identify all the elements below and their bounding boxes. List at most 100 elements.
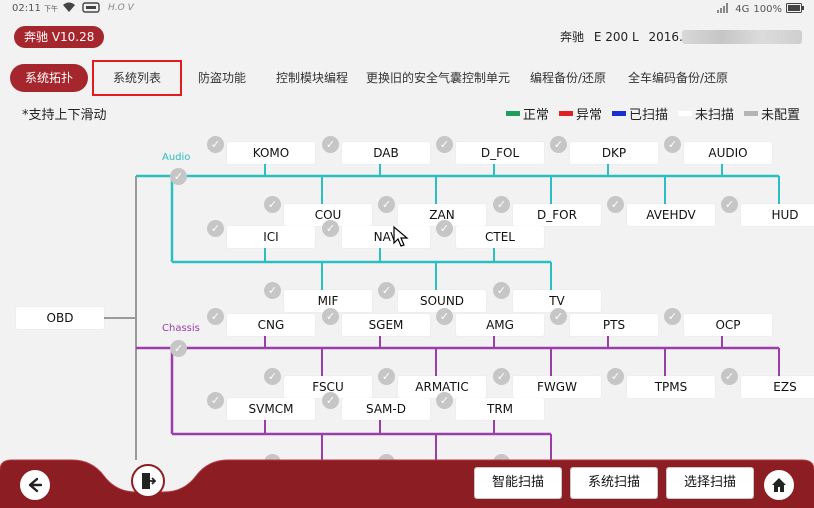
tab-coding-backup[interactable]: 全车编码备份/还原 [627,71,729,85]
ecu-node-tv[interactable]: TV [513,290,601,312]
check-icon: ✓ [664,136,681,153]
legend-swatch [611,111,626,116]
legend-swatch [558,111,573,116]
bottom-bar: 智能扫描 系统扫描 选择扫描 [0,456,814,508]
scroll-hint: *支持上下滑动 [22,108,107,123]
ecu-node-dab[interactable]: DAB [342,142,430,164]
check-icon: ✓ [378,368,395,385]
carrier-text: H.O V [108,3,134,13]
check-icon: ✓ [550,136,567,153]
wifi-icon [62,2,76,16]
check-icon: ✓ [170,340,187,357]
ecu-node-cng[interactable]: CNG [227,314,315,336]
check-icon: ✓ [550,308,567,325]
mouse-cursor-icon [393,226,409,247]
system-scan-button[interactable]: 系统扫描 [570,467,658,499]
check-icon: ✓ [607,196,624,213]
check-icon: ✓ [322,392,339,409]
ecu-node-d-for[interactable]: D_FOR [513,204,601,226]
check-icon: ✓ [264,196,281,213]
ecu-node-audio[interactable]: AUDIO [684,142,772,164]
ecu-node-cou[interactable]: COU [284,204,372,226]
check-icon: ✓ [264,368,281,385]
ecu-node-pts[interactable]: PTS [570,314,658,336]
check-icon: ✓ [322,220,339,237]
ecu-node-ici[interactable]: ICI [227,226,315,248]
legend-scanned: 已扫描 [611,104,668,123]
check-icon: ✓ [207,308,224,325]
exit-door-icon [142,473,157,489]
ecu-node-nav[interactable]: NAV [342,226,430,248]
bus-label-chassis: Chassis [162,323,200,334]
check-icon: ✓ [264,282,281,299]
back-button[interactable] [18,468,52,502]
legend-label: 正常 [522,108,549,123]
version-badge: 奔驰 V10.28 [14,26,105,48]
status-legend: 正常 异常 已扫描 未扫描 未配置 [505,104,800,123]
exit-button[interactable] [131,464,165,498]
ecu-node-hud[interactable]: HUD [741,204,814,226]
tab-anti-theft[interactable]: 防盗功能 [197,71,246,85]
home-button[interactable] [762,468,796,502]
smart-scan-button[interactable]: 智能扫描 [474,467,562,499]
vehicle-model: E 200 L [593,30,639,44]
ecu-node-fscu[interactable]: FSCU [284,376,372,398]
legend-swatch [677,111,692,116]
ecu-node-sam-d[interactable]: SAM-D [342,398,430,420]
ecu-node-trm[interactable]: TRM [456,398,544,420]
legend-label: 未配置 [760,108,800,123]
check-icon: ✓ [322,136,339,153]
ecu-node-ocp[interactable]: OCP [684,314,772,336]
check-icon: ✓ [436,308,453,325]
legend-unconfigured: 未配置 [743,104,800,123]
check-icon: ✓ [322,308,339,325]
check-icon: ✓ [436,392,453,409]
check-icon: ✓ [207,392,224,409]
tab-system-topology[interactable]: 系统拓扑 [10,64,88,92]
ecu-node-avehdv[interactable]: AVEHDV [627,204,715,226]
ecu-node-obd[interactable]: OBD [16,307,104,329]
ecu-node-sound[interactable]: SOUND [398,290,486,312]
function-tabs: 系统拓扑 系统列表 防盗功能 控制模块编程 更换旧的安全气囊控制单元 编程备份/… [0,60,814,96]
legend-label: 异常 [575,108,602,123]
check-icon: ✓ [207,220,224,237]
ecu-node-komo[interactable]: KOMO [227,142,315,164]
ecu-node-dkp[interactable]: DKP [570,142,658,164]
ecu-node-d-fol[interactable]: D_FOL [456,142,544,164]
signal-icon [717,3,731,16]
legend-label: 未扫描 [694,108,734,123]
tab-module-programming[interactable]: 控制模块编程 [275,71,348,85]
header: 奔驰 V10.28 奔驰 E 200 L 2016. [0,18,814,56]
ecu-node-ctel[interactable]: CTEL [456,226,544,248]
ecu-node-fwgw[interactable]: FWGW [513,376,601,398]
ecu-node-armatic[interactable]: ARMATIC [398,376,486,398]
ecu-node-ezs[interactable]: EZS [741,376,814,398]
tab-system-list[interactable]: 系统列表 [92,60,182,96]
ecu-node-tpms[interactable]: TPMS [627,376,715,398]
check-icon: ✓ [721,368,738,385]
ecu-node-zan[interactable]: ZAN [398,204,486,226]
legend-swatch [743,111,758,116]
select-scan-button[interactable]: 选择扫描 [666,467,754,499]
ecu-node-svmcm[interactable]: SVMCM [227,398,315,420]
check-icon: ✓ [493,196,510,213]
check-icon: ✓ [607,368,624,385]
battery-label: 100% [753,4,782,15]
topology-lines [104,164,780,460]
status-right: 4G 100% [717,3,804,16]
check-icon: ✓ [170,168,187,185]
ecu-node-amg[interactable]: AMG [456,314,544,336]
tab-replace-airbag-unit[interactable]: 更换旧的安全气囊控制单元 [365,71,510,85]
check-icon: ✓ [436,136,453,153]
network-label: 4G [735,4,750,15]
back-arrow-icon [28,477,43,493]
check-icon: ✓ [721,196,738,213]
vci-icon [82,2,100,16]
legend-abnormal: 异常 [558,104,602,123]
ecu-node-mif[interactable]: MIF [284,290,372,312]
tab-programming-backup[interactable]: 编程备份/还原 [529,71,607,85]
check-icon: ✓ [378,282,395,299]
legend-label: 已扫描 [628,108,668,123]
ecu-node-sgem[interactable]: SGEM [342,314,430,336]
